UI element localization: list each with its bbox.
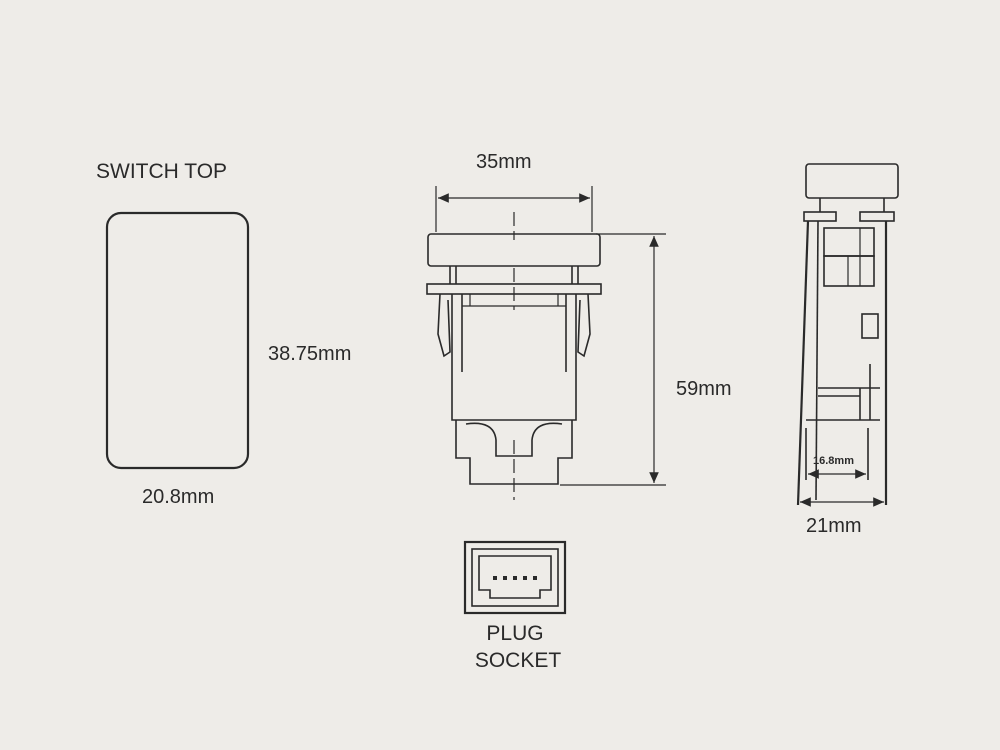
front-flange (426, 283, 602, 295)
plug-socket-cavity (478, 555, 552, 599)
side-latch (861, 313, 879, 339)
plug-pin-1 (493, 576, 497, 580)
front-connector-notch (465, 422, 563, 457)
switch-top-width-label: 20.8mm (142, 486, 214, 508)
switch-top-height-label: 38.75mm (268, 343, 351, 365)
front-body (451, 294, 577, 421)
front-height-label: 59mm (676, 378, 732, 400)
plug-socket-frame (471, 548, 559, 607)
plug-pin-5 (533, 576, 537, 580)
plug-socket-label-line1: PLUG (486, 622, 543, 645)
plug-pin-2 (503, 576, 507, 580)
plug-pins (493, 576, 537, 580)
front-clip-left (437, 293, 451, 358)
side-wall-left (796, 220, 810, 506)
side-flange-right (859, 211, 895, 222)
plug-socket-view: PLUG SOCKET (463, 540, 567, 672)
front-clip-right (577, 293, 591, 358)
side-wall-left-inner (815, 220, 819, 501)
side-outer-width-label: 21mm (806, 515, 862, 537)
switch-top-view: SWITCH TOP 38.75mm 20.8mm (96, 160, 351, 508)
switch-top-title: SWITCH TOP (96, 160, 227, 183)
side-cap (805, 163, 899, 199)
plug-pin-3 (513, 576, 517, 580)
plug-socket-outer (463, 540, 567, 615)
front-width-label: 35mm (476, 151, 532, 173)
plug-pin-4 (523, 576, 527, 580)
side-inner-width-label: 16.8mm (813, 455, 854, 467)
side-contact-upper (823, 227, 875, 257)
side-view: 16.8mm 21mm (796, 163, 899, 537)
side-contact-mid (823, 255, 875, 287)
switch-top-outline (105, 211, 250, 470)
plug-socket-label-line2: SOCKET (475, 649, 562, 672)
front-view: 35mm 59mm (426, 151, 732, 500)
side-flange-left (803, 211, 837, 222)
